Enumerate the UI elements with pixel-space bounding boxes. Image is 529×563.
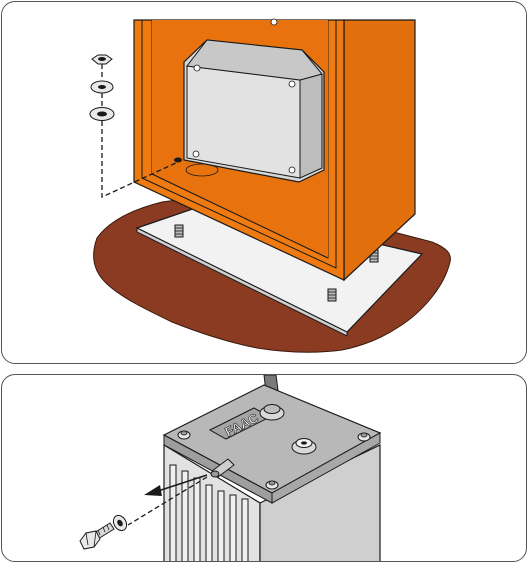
cover-screw — [357, 432, 371, 442]
washer-icon — [89, 107, 115, 121]
cover-screw — [265, 480, 279, 490]
gate-post-illustration — [89, 18, 451, 353]
assembly-dashed-line — [101, 64, 179, 199]
screw-icon — [79, 522, 115, 550]
motor-cover-illustration: FAAC — [79, 375, 382, 561]
cover-screw — [177, 430, 191, 440]
bottom-panel: FAAC — [1, 374, 527, 562]
screw-port — [210, 458, 235, 478]
washer-icon — [112, 514, 128, 532]
anchor-bolt-icon — [174, 224, 184, 238]
top-panel — [1, 1, 527, 364]
junction-box-icon — [183, 18, 325, 183]
arrow-left-icon — [144, 474, 208, 496]
anchor-bolt-icon — [327, 288, 337, 302]
nut-icon — [91, 54, 113, 65]
cable-gland-icon — [259, 404, 285, 421]
cable-gland-icon — [291, 438, 317, 455]
washer-icon — [90, 80, 114, 94]
motor-housing — [163, 443, 381, 561]
